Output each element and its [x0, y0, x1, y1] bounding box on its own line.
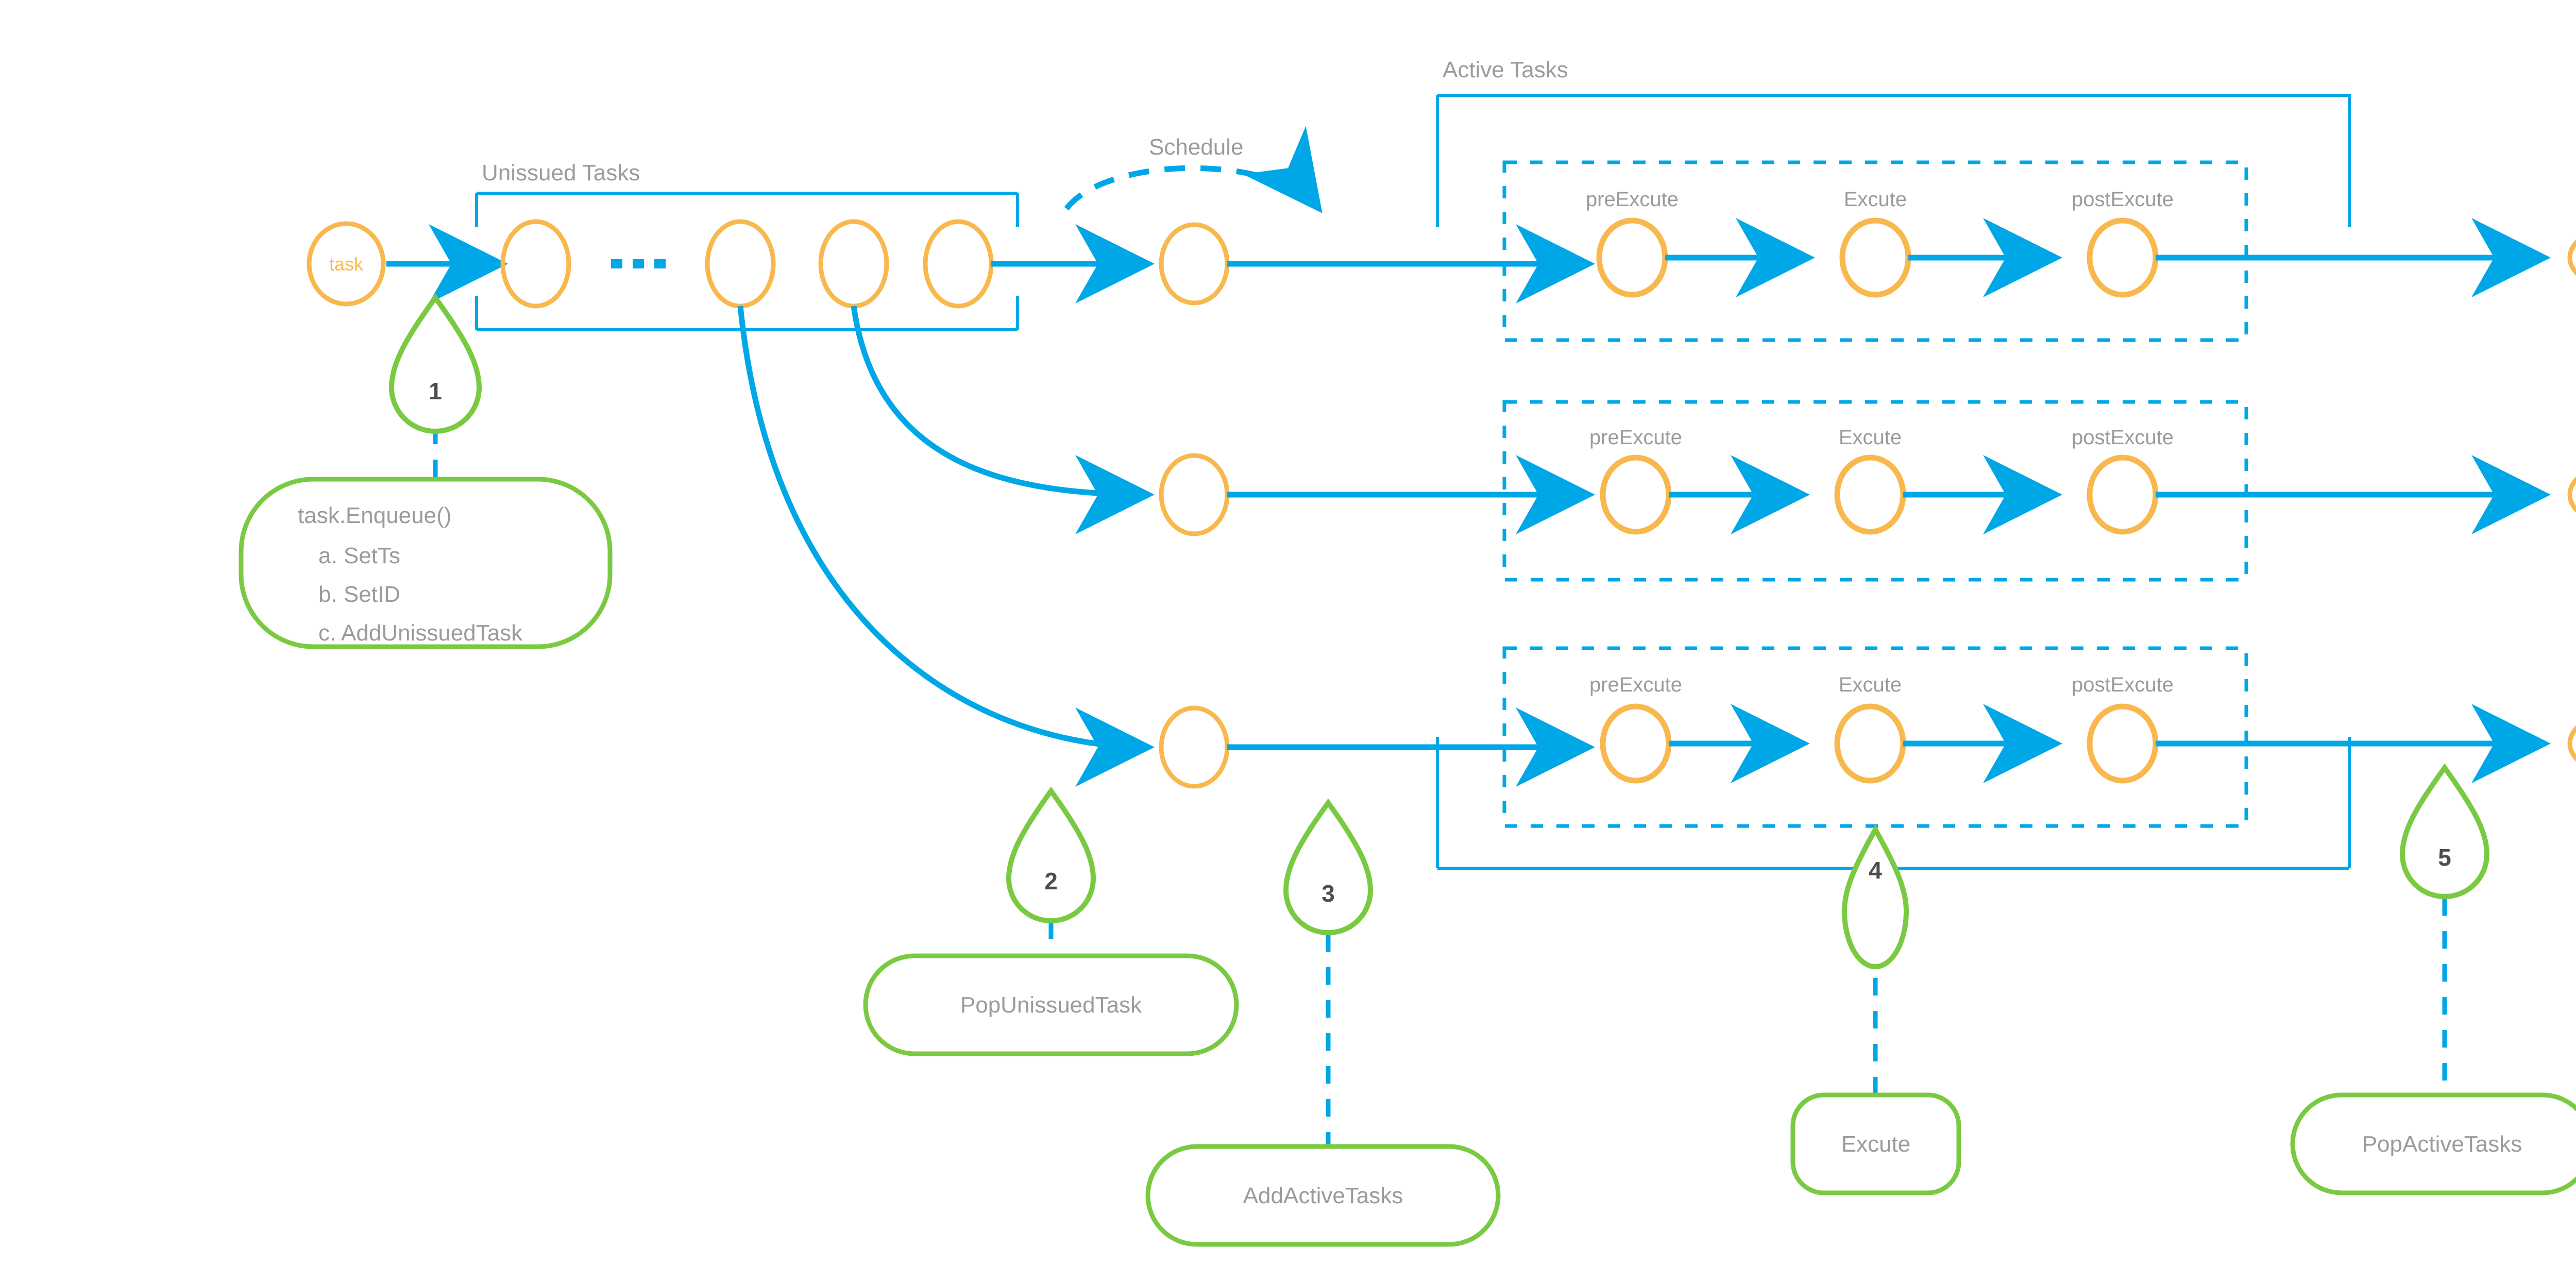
stage-label-pre-row1: preExcute: [1586, 188, 1679, 211]
node-unissued-2[interactable]: [705, 219, 776, 309]
marker-2-pin[interactable]: [1006, 786, 1096, 923]
group-label-active: Active Tasks: [1443, 57, 1568, 82]
callout-add-active[interactable]: [1145, 1144, 1501, 1247]
node-exec-row3[interactable]: [1834, 703, 1906, 784]
callout-enqueue-step-c: c. AddUnissuedTask: [318, 620, 523, 646]
node-unissued-1[interactable]: [500, 219, 571, 309]
marker-5-number: 5: [2438, 844, 2451, 871]
marker-5-pin[interactable]: [2399, 763, 2490, 899]
node-dispatch-row1[interactable]: [1159, 222, 1230, 306]
active-bracket-top: [1436, 94, 2351, 227]
callout-excute[interactable]: [1790, 1092, 1961, 1195]
marker-1-number: 1: [429, 378, 442, 404]
marker-3-pin[interactable]: [1283, 798, 1374, 935]
callout-pop-unissued-label: PopUnissuedTask: [960, 992, 1142, 1018]
marker-2-number: 2: [1044, 868, 1058, 895]
stage-label-exec-row3: Excute: [1839, 673, 1902, 696]
node-pre-row1[interactable]: [1596, 217, 1668, 298]
node-pre-row3[interactable]: [1600, 703, 1672, 784]
node-exec-row2[interactable]: [1834, 454, 1906, 535]
stage-label-exec-row1: Excute: [1844, 188, 1907, 211]
stage-label-pre-row3: preExcute: [1589, 673, 1682, 696]
callout-pop-active-label: PopActiveTasks: [2362, 1132, 2522, 1157]
callout-enqueue-step-b: b. SetID: [318, 582, 400, 607]
node-done-row3[interactable]: [2567, 715, 2576, 772]
node-dispatch-row3[interactable]: [1159, 705, 1230, 789]
unissued-bracket-bottom: [475, 296, 1019, 331]
callout-enqueue[interactable]: [239, 477, 613, 649]
marker-1-pin[interactable]: [388, 293, 482, 434]
pipeline-box-row1: [1502, 160, 2248, 342]
node-pre-row2[interactable]: [1600, 454, 1672, 535]
stage-label-exec-row2: Excute: [1839, 426, 1902, 449]
node-post-row1[interactable]: [2087, 217, 2159, 298]
marker-4-pin[interactable]: [1841, 824, 1909, 969]
node-task-label: task: [329, 254, 364, 275]
node-done-row1[interactable]: [2567, 229, 2576, 286]
edge-queue-to-row2: [851, 306, 1155, 534]
node-exec-row1[interactable]: [1839, 217, 1911, 298]
node-post-row3[interactable]: [2087, 703, 2159, 784]
callout-enqueue-title: task.Enqueue(): [298, 503, 451, 528]
stage-label-pre-row2: preExcute: [1589, 426, 1682, 449]
node-unissued-4[interactable]: [923, 219, 994, 309]
pipeline-box-row2: [1502, 400, 2248, 582]
callout-pop-unissued[interactable]: [863, 953, 1239, 1056]
node-dispatch-row2[interactable]: [1159, 453, 1230, 536]
node-done-row2[interactable]: [2567, 466, 2576, 524]
stage-label-post-row2: postExcute: [2072, 426, 2174, 449]
callout-add-active-label: AddActiveTasks: [1243, 1183, 1403, 1208]
callout-pop-active[interactable]: [2290, 1092, 2576, 1195]
edge-queue-to-row3: [737, 306, 1155, 787]
stage-label-post-row3: postExcute: [2072, 673, 2174, 696]
active-bracket-bottom: [1436, 737, 2351, 870]
schedule-arrow: [1064, 126, 1323, 213]
node-task[interactable]: [307, 221, 386, 307]
queue-ellipsis: [611, 259, 666, 268]
marker-4-number: 4: [1869, 857, 1882, 884]
marker-3-number: 3: [1321, 880, 1335, 907]
schedule-label: Schedule: [1149, 134, 1243, 160]
stage-label-post-row1: postExcute: [2072, 188, 2174, 211]
node-post-row2[interactable]: [2087, 454, 2159, 535]
unissued-bracket-top: [475, 192, 1019, 227]
callout-enqueue-step-a: a. SetTs: [318, 543, 400, 568]
group-label-unissued: Unissued Tasks: [482, 160, 640, 185]
node-unissued-3[interactable]: [818, 219, 889, 309]
callout-excute-label: Excute: [1841, 1132, 1911, 1157]
